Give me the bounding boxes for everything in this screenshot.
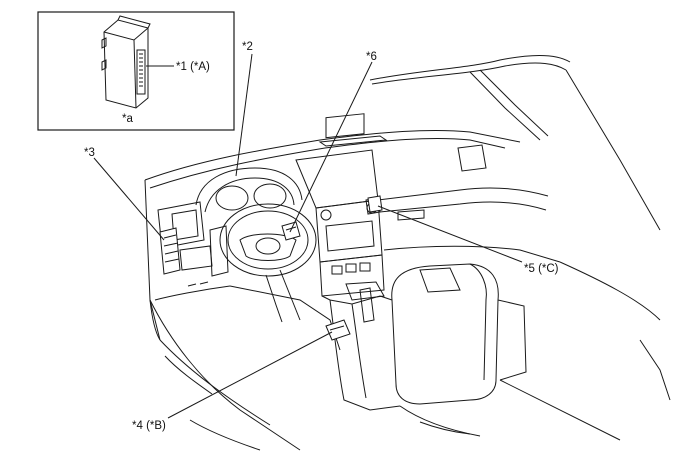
inset-panel: *1 (*A) *a — [37, 11, 235, 131]
callout-3: *3 — [84, 147, 95, 159]
leader-line-5 — [377, 205, 523, 263]
callout-6: *6 — [366, 51, 377, 63]
callout-2: *2 — [242, 41, 253, 53]
callout-4: *4 (*B) — [132, 420, 166, 432]
leader-line-4 — [167, 331, 333, 419]
leader-lines — [93, 53, 523, 419]
callout-1: *1 (*A) — [176, 61, 210, 73]
leader-line-2 — [235, 53, 253, 177]
ecu-module-illustration — [101, 15, 151, 109]
callout-a: *a — [122, 113, 133, 125]
leader-line-3 — [93, 157, 165, 241]
vehicle-interior-illustration — [144, 55, 671, 451]
callout-5: *5 (*C) — [524, 263, 559, 275]
leader-line-6 — [289, 61, 373, 233]
